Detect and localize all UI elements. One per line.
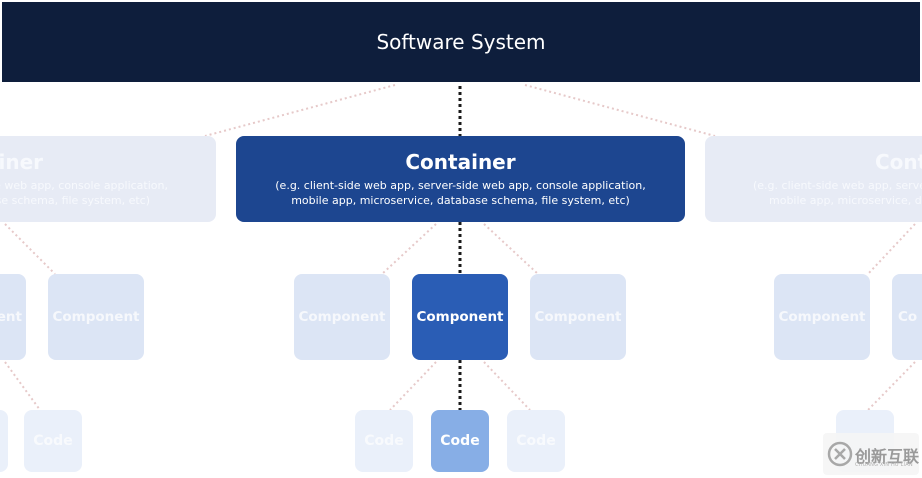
component-label: Component (534, 309, 622, 325)
container-title: Container (405, 150, 516, 174)
code-box-far-left (0, 410, 8, 472)
faded-connector (381, 223, 437, 275)
watermark-subtext: CHUANG XIN HU LIAN (855, 462, 913, 468)
container-right-desc-line2: mobile app, microservice, da (769, 194, 922, 207)
container-box-right: Cont (e.g. client-side web app, server m… (705, 136, 922, 222)
faded-connector (483, 223, 539, 275)
faded-connector (867, 223, 916, 275)
faded-connector (4, 223, 56, 275)
container-box-center: Container (e.g. client-side web app, ser… (236, 136, 685, 222)
code-box-left: Code (24, 410, 82, 472)
faded-connector (483, 361, 531, 411)
component-label: ent (0, 309, 22, 325)
component-box-left-partial: ent (0, 274, 26, 360)
component-box-right: Component (774, 274, 870, 360)
faded-connector (4, 361, 41, 411)
watermark-logo-icon (827, 441, 853, 467)
software-system-header: Software System (2, 2, 920, 82)
container-left-title: iner (0, 150, 43, 174)
faded-connector (204, 84, 396, 137)
code-label: Code (516, 433, 556, 449)
component-box-center-right: Component (530, 274, 626, 360)
watermark-logo: 创新互联 CHUANG XIN HU LIAN (823, 433, 919, 475)
container-right-desc-line1: (e.g. client-side web app, server (753, 179, 922, 192)
code-box-center: Code (431, 410, 489, 472)
component-label: Component (416, 309, 504, 325)
software-system-title: Software System (376, 30, 546, 54)
component-box-right-partial: Co (892, 274, 922, 360)
container-left-desc-line2: ase schema, file system, etc) (0, 194, 150, 207)
container-desc-line2: mobile app, microservice, database schem… (291, 194, 630, 207)
component-box-center-left: Component (294, 274, 390, 360)
container-desc-line1: (e.g. client-side web app, server-side w… (275, 179, 646, 192)
faded-connector (389, 361, 437, 411)
container-right-title: Cont (875, 150, 922, 174)
component-label: Component (52, 309, 140, 325)
code-box-center-right: Code (507, 410, 565, 472)
component-label: Component (298, 309, 386, 325)
faded-connector (524, 84, 716, 137)
code-box-center-left: Code (355, 410, 413, 472)
watermark-text: 创新互联 (855, 447, 920, 466)
code-label: Code (440, 433, 480, 449)
code-label: Code (364, 433, 404, 449)
component-box-left: Component (48, 274, 144, 360)
container-left-desc-line1: e web app, console application, (0, 179, 168, 192)
container-box-left: iner e web app, console application, ase… (0, 136, 216, 222)
code-label: Code (33, 433, 73, 449)
faded-connector (867, 361, 916, 411)
component-label: Co (898, 309, 918, 325)
component-box-center: Component (412, 274, 508, 360)
component-label: Component (778, 309, 866, 325)
